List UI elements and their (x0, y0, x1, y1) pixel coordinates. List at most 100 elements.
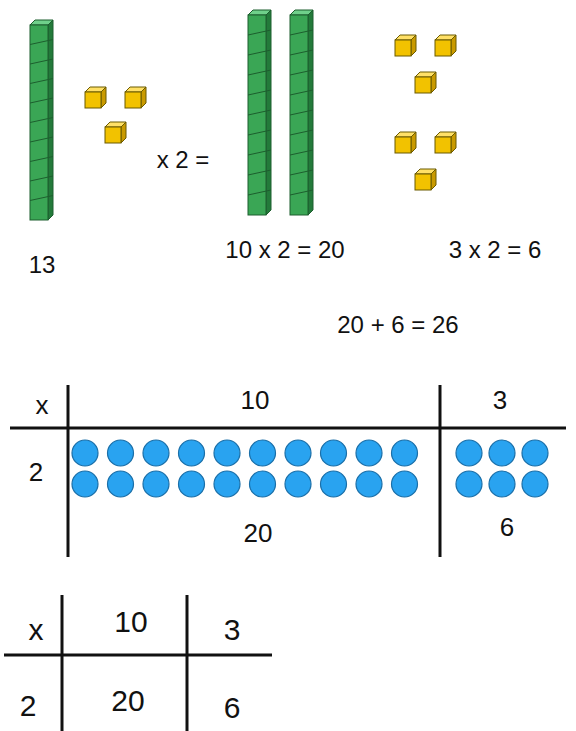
equation-label: 10 x 2 = 20 (225, 238, 344, 262)
cube-side (411, 132, 416, 153)
operation-label: x 2 = (157, 148, 210, 172)
dot (522, 471, 548, 497)
cube-side (451, 132, 456, 153)
unit-cubes (85, 35, 456, 190)
table-header: 2 (20, 691, 37, 721)
rod-front (30, 25, 48, 220)
rod-seam (290, 110, 313, 115)
dot (285, 471, 311, 497)
dot (250, 440, 276, 466)
cube-side (451, 35, 456, 56)
rod-seam (290, 50, 313, 55)
rod-seam (30, 79, 53, 84)
cube-front (125, 92, 141, 108)
rod-seam (248, 150, 271, 155)
rod-seam (248, 130, 271, 135)
dot (250, 471, 276, 497)
unit-cube (85, 87, 106, 108)
table-cell: 6 (224, 693, 241, 723)
dot (72, 471, 98, 497)
dot (214, 471, 240, 497)
unit-cube (395, 132, 416, 153)
unit-cube (105, 122, 126, 143)
cube-side (411, 35, 416, 56)
table-header: 3 (224, 615, 241, 645)
unit-cube (435, 35, 456, 56)
grid-line (186, 595, 189, 731)
dot (143, 471, 169, 497)
dot (489, 440, 515, 466)
rod-seam (248, 90, 271, 95)
rod-seam (248, 190, 271, 195)
unit-cube (395, 35, 416, 56)
rod-front (290, 15, 308, 215)
rod-seam (30, 137, 53, 142)
equation-label: 20 + 6 = 26 (337, 313, 458, 337)
ten-rods (30, 10, 313, 220)
ten-rod (290, 10, 313, 215)
dot (179, 471, 205, 497)
rod-side (48, 20, 53, 220)
rod-seam (30, 196, 53, 201)
cube-front (415, 77, 431, 93)
quantity-label: 13 (29, 253, 56, 277)
grid-line (10, 427, 566, 430)
rod-side (266, 10, 271, 215)
unit-cube (415, 169, 436, 190)
dot (321, 471, 347, 497)
dot (108, 440, 134, 466)
rod-seam (30, 157, 53, 162)
ten-rod (248, 10, 271, 215)
grid-line (439, 385, 442, 557)
rod-seam (248, 50, 271, 55)
cube-side (141, 87, 146, 108)
cube-front (85, 92, 101, 108)
cube-front (105, 127, 121, 143)
grid-cell: 20 (244, 520, 273, 546)
dot (179, 440, 205, 466)
rod-front (248, 15, 266, 215)
dot (321, 440, 347, 466)
grid-header: 3 (493, 387, 507, 413)
rod-seam (248, 110, 271, 115)
rod-seam (290, 150, 313, 155)
dot (285, 440, 311, 466)
rod-seam (290, 90, 313, 95)
grid-header: 10 (241, 387, 270, 413)
grid-line (67, 385, 70, 557)
rod-side (308, 10, 313, 215)
dot (489, 471, 515, 497)
rod-seam (30, 40, 53, 45)
dot (456, 440, 482, 466)
rod-seam (290, 130, 313, 135)
dot (356, 440, 382, 466)
dot (456, 471, 482, 497)
dot (392, 440, 418, 466)
cube-side (121, 122, 126, 143)
rod-seam (248, 70, 271, 75)
dot (143, 440, 169, 466)
rod-seam (248, 170, 271, 175)
grid-cell: 6 (500, 514, 514, 540)
grid-line (4, 654, 272, 657)
dot (522, 440, 548, 466)
cube-side (101, 87, 106, 108)
dot (356, 471, 382, 497)
array-dots (72, 440, 548, 497)
rod-seam (248, 30, 271, 35)
grid-header: x (36, 392, 49, 418)
table-cell: 20 (111, 686, 144, 716)
cube-side (431, 72, 436, 93)
cube-front (435, 137, 451, 153)
table-header: 10 (114, 607, 147, 637)
grid-header: 2 (29, 459, 43, 485)
small-grid (4, 595, 272, 731)
grid-line (61, 595, 64, 731)
ten-rod (30, 20, 53, 220)
rod-seam (290, 190, 313, 195)
dot (72, 440, 98, 466)
dot (392, 471, 418, 497)
dot (214, 440, 240, 466)
equation-label: 3 x 2 = 6 (449, 238, 542, 262)
